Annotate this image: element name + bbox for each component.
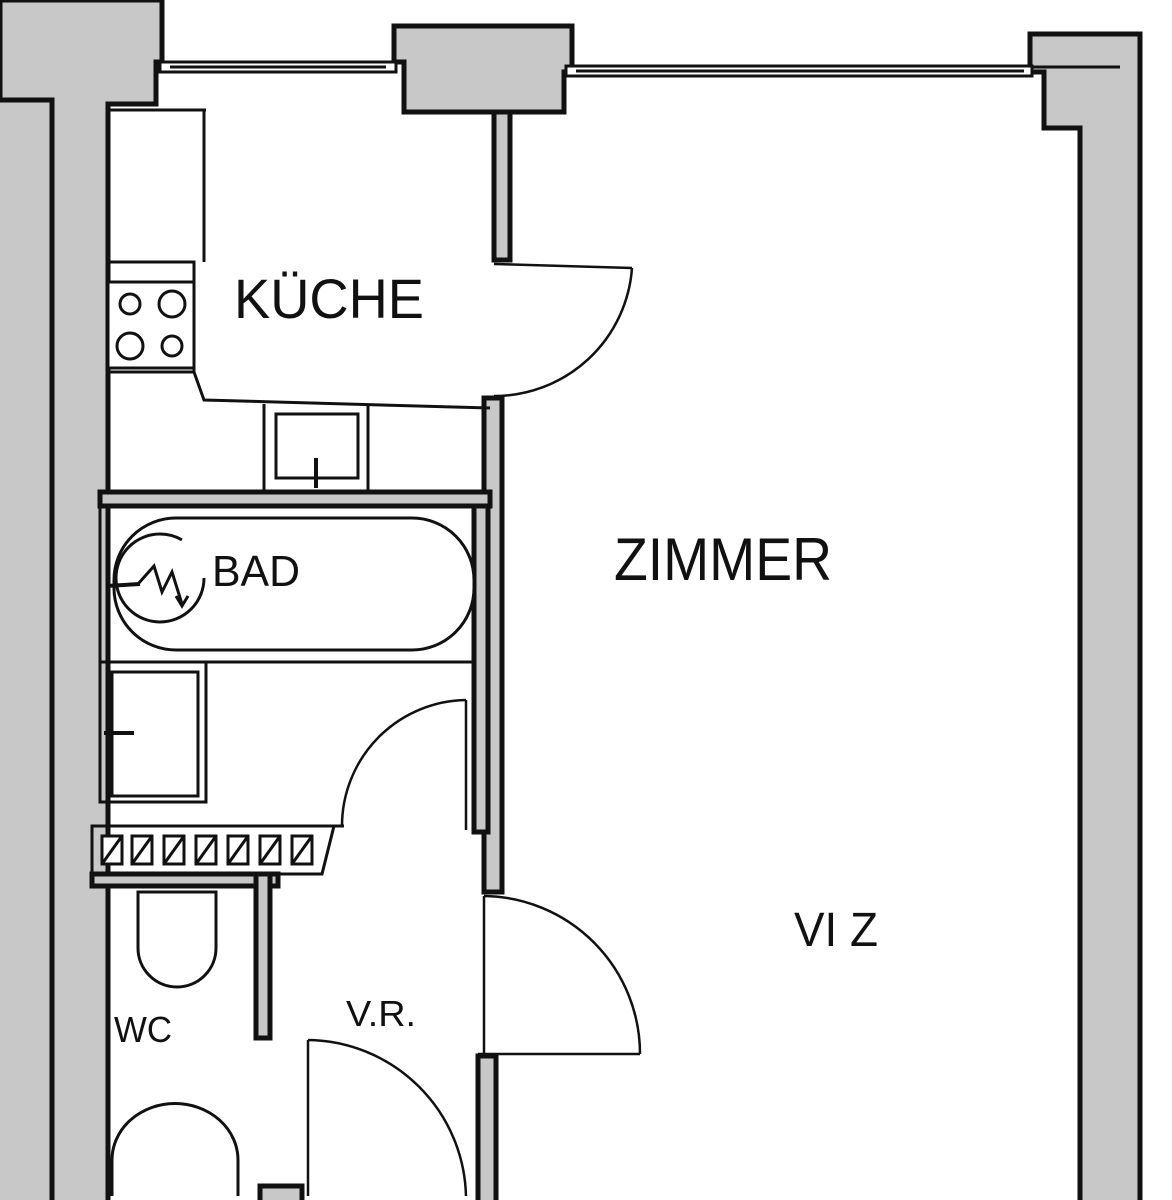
- electric-symbol-icon: [136, 563, 184, 605]
- windows: [158, 60, 1120, 78]
- top-pier: [391, 23, 575, 121]
- kitchen-room-wall-upper: [491, 109, 513, 263]
- wc-fixtures: [110, 890, 240, 1196]
- water-heater-icon: [114, 532, 206, 624]
- burner-icon: [160, 334, 184, 358]
- ventilation-shafts: [90, 824, 336, 876]
- kitchen-bath-wall: [97, 489, 493, 509]
- interior-walls: [89, 109, 513, 1200]
- room-label-wc: WC: [114, 1009, 172, 1050]
- shaft-row: [100, 834, 314, 866]
- east-wall: [1027, 31, 1143, 1200]
- burner-icon: [157, 289, 187, 319]
- left-outer-wall: [0, 97, 55, 1200]
- room-label-kueche: KÜCHE: [234, 267, 424, 330]
- room-door: [478, 894, 642, 1056]
- toilet: [136, 890, 218, 989]
- entrance-door: [306, 1038, 468, 1197]
- bathroom-fixtures: [98, 504, 476, 804]
- bottom-stub-wall: [257, 1183, 305, 1200]
- room-label-zimmer: ZIMMER: [614, 526, 832, 593]
- bath-right-wall: [471, 503, 491, 835]
- kitchen-fixtures: [106, 108, 491, 492]
- wc-top-wall: [89, 871, 281, 889]
- bath-door: [334, 698, 468, 830]
- west-wall: [0, 0, 165, 1200]
- burner-icon: [115, 331, 145, 361]
- kitchen-door: [493, 262, 634, 398]
- burner-icon: [118, 292, 142, 316]
- room-label-vorraum: V.R.: [346, 993, 416, 1034]
- room-label-bad: BAD: [212, 547, 300, 596]
- wc-washbasin: [110, 1102, 240, 1196]
- wc-hall-wall: [253, 871, 273, 1041]
- room-partition-wall-lower: [475, 1053, 499, 1200]
- unit-label: VI Z: [794, 904, 878, 957]
